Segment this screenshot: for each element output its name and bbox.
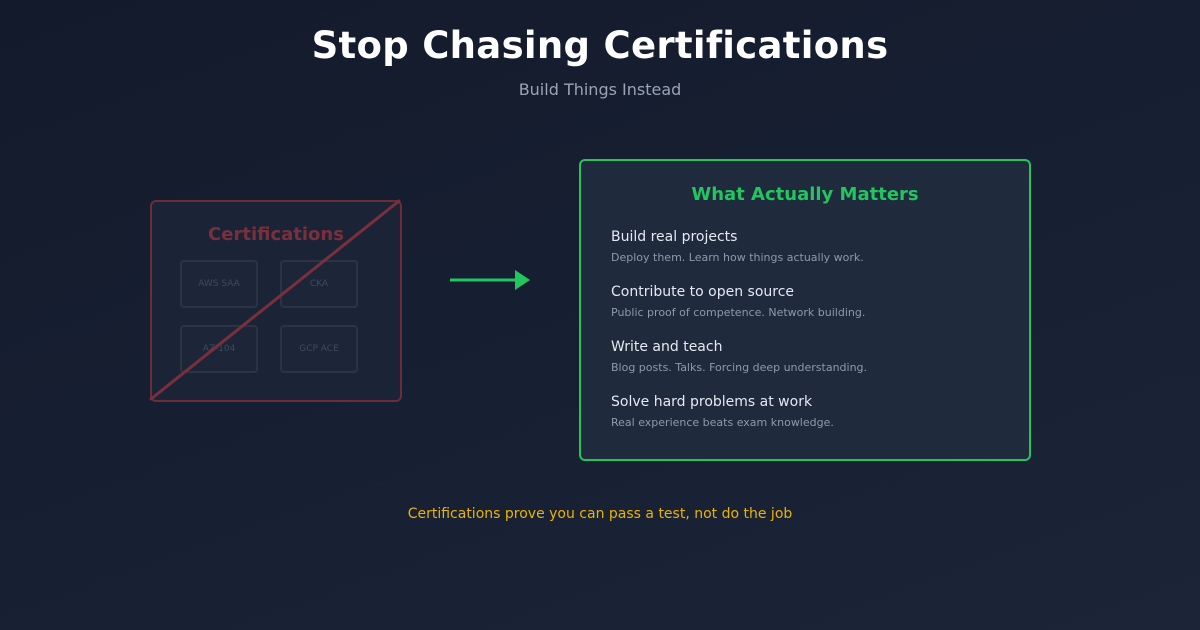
what-matters-box: What Actually Matters Build real project… (579, 159, 1031, 461)
matters-item: Solve hard problems at work Real experie… (611, 393, 834, 430)
matters-item-heading: Contribute to open source (611, 284, 795, 300)
matters-item-heading: Solve hard problems at work (611, 394, 813, 410)
page-subtitle: Build Things Instead (518, 80, 682, 99)
matters-item: Contribute to open source Public proof o… (611, 283, 865, 320)
cert-tile-aws-saa: AWS SAA (180, 260, 258, 308)
matters-item: Build real projects Deploy them. Learn h… (611, 228, 864, 265)
footer-note: Certifications prove you can pass a test… (407, 506, 793, 522)
right-arrow-icon (450, 270, 530, 290)
page-title: Stop Chasing Certifications (311, 24, 889, 67)
what-matters-title: What Actually Matters (691, 184, 919, 205)
strike-line (149, 199, 401, 401)
matters-item: Write and teach Blog posts. Talks. Forci… (611, 338, 867, 375)
matters-item-heading: Write and teach (611, 339, 723, 355)
matters-item-description: Public proof of competence. Network buil… (611, 306, 866, 319)
certifications-title: Certifications (208, 224, 344, 245)
matters-item-heading: Build real projects (611, 229, 738, 245)
matters-item-description: Real experience beats exam knowledge. (611, 416, 834, 429)
matters-item-description: Deploy them. Learn how things actually w… (611, 251, 864, 264)
matters-item-description: Blog posts. Talks. Forcing deep understa… (611, 361, 868, 374)
cert-tile-gcp-ace: GCP ACE (280, 325, 358, 373)
